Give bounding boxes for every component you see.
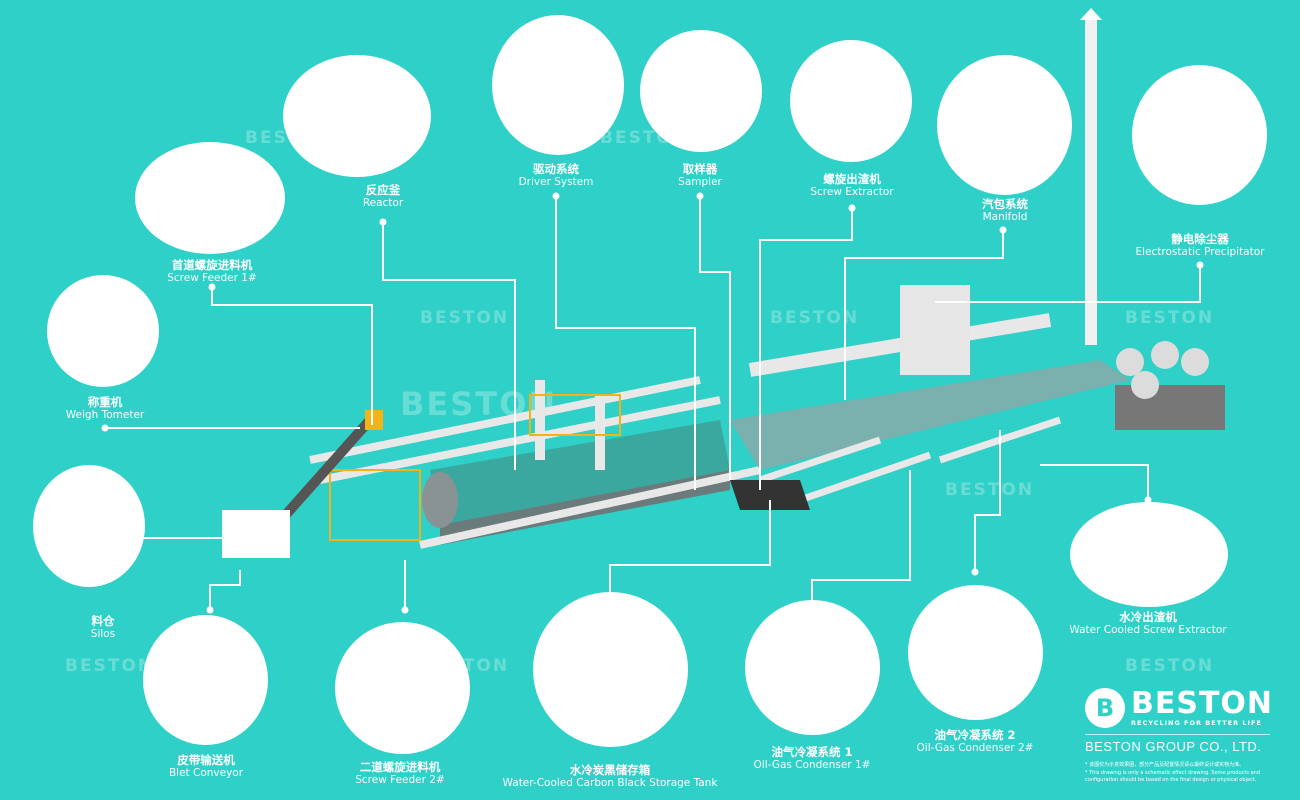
disclaimer-zh: * 该图仅为示意效果图，部分产品及配置情况请以最终设计或实物为准。 (1085, 762, 1245, 768)
watermark: BESTON (945, 480, 1035, 500)
reactor-image (283, 55, 431, 177)
watermark: BESTON (1125, 308, 1215, 328)
weigh-tometer-image (47, 275, 159, 387)
watermark: BESTON (770, 308, 860, 328)
water-cooled-screw-extractor-image (1070, 502, 1228, 607)
pyrolysis-plant-illustration (222, 8, 1225, 559)
leader-lines (105, 196, 1201, 652)
driver-system-image (492, 15, 624, 155)
carbon-storage-tank-image (533, 592, 688, 747)
brand-tagline: RECYCLING FOR BETTER LIFE (1131, 719, 1262, 727)
watermark: BESTON (65, 656, 155, 676)
electrostatic-precipitator-image (1132, 65, 1267, 205)
sampler-image (640, 30, 762, 152)
watermark: BESTON (420, 308, 510, 328)
watermark: BESTON (1125, 656, 1215, 676)
beston-logo: B BESTON RECYCLING FOR BETTER LIFE BESTO… (1085, 688, 1285, 784)
company-name: BESTON GROUP CO., LTD. (1085, 739, 1262, 754)
brand-name: BESTON (1131, 686, 1274, 721)
belt-conveyor-image (143, 615, 268, 745)
screw-feeder-2-image (335, 622, 470, 754)
screw-feeder-1-image (135, 142, 285, 254)
manifold-image (937, 55, 1072, 195)
silos-image (33, 465, 145, 587)
oil-gas-condenser-2-image (908, 585, 1043, 720)
disclaimer-en: * This drawing is only a schematic effec… (1085, 770, 1261, 783)
beston-logo-mark-icon: B (1085, 688, 1125, 728)
screw-extractor-image (790, 40, 912, 162)
oil-gas-condenser-1-image (745, 600, 880, 735)
